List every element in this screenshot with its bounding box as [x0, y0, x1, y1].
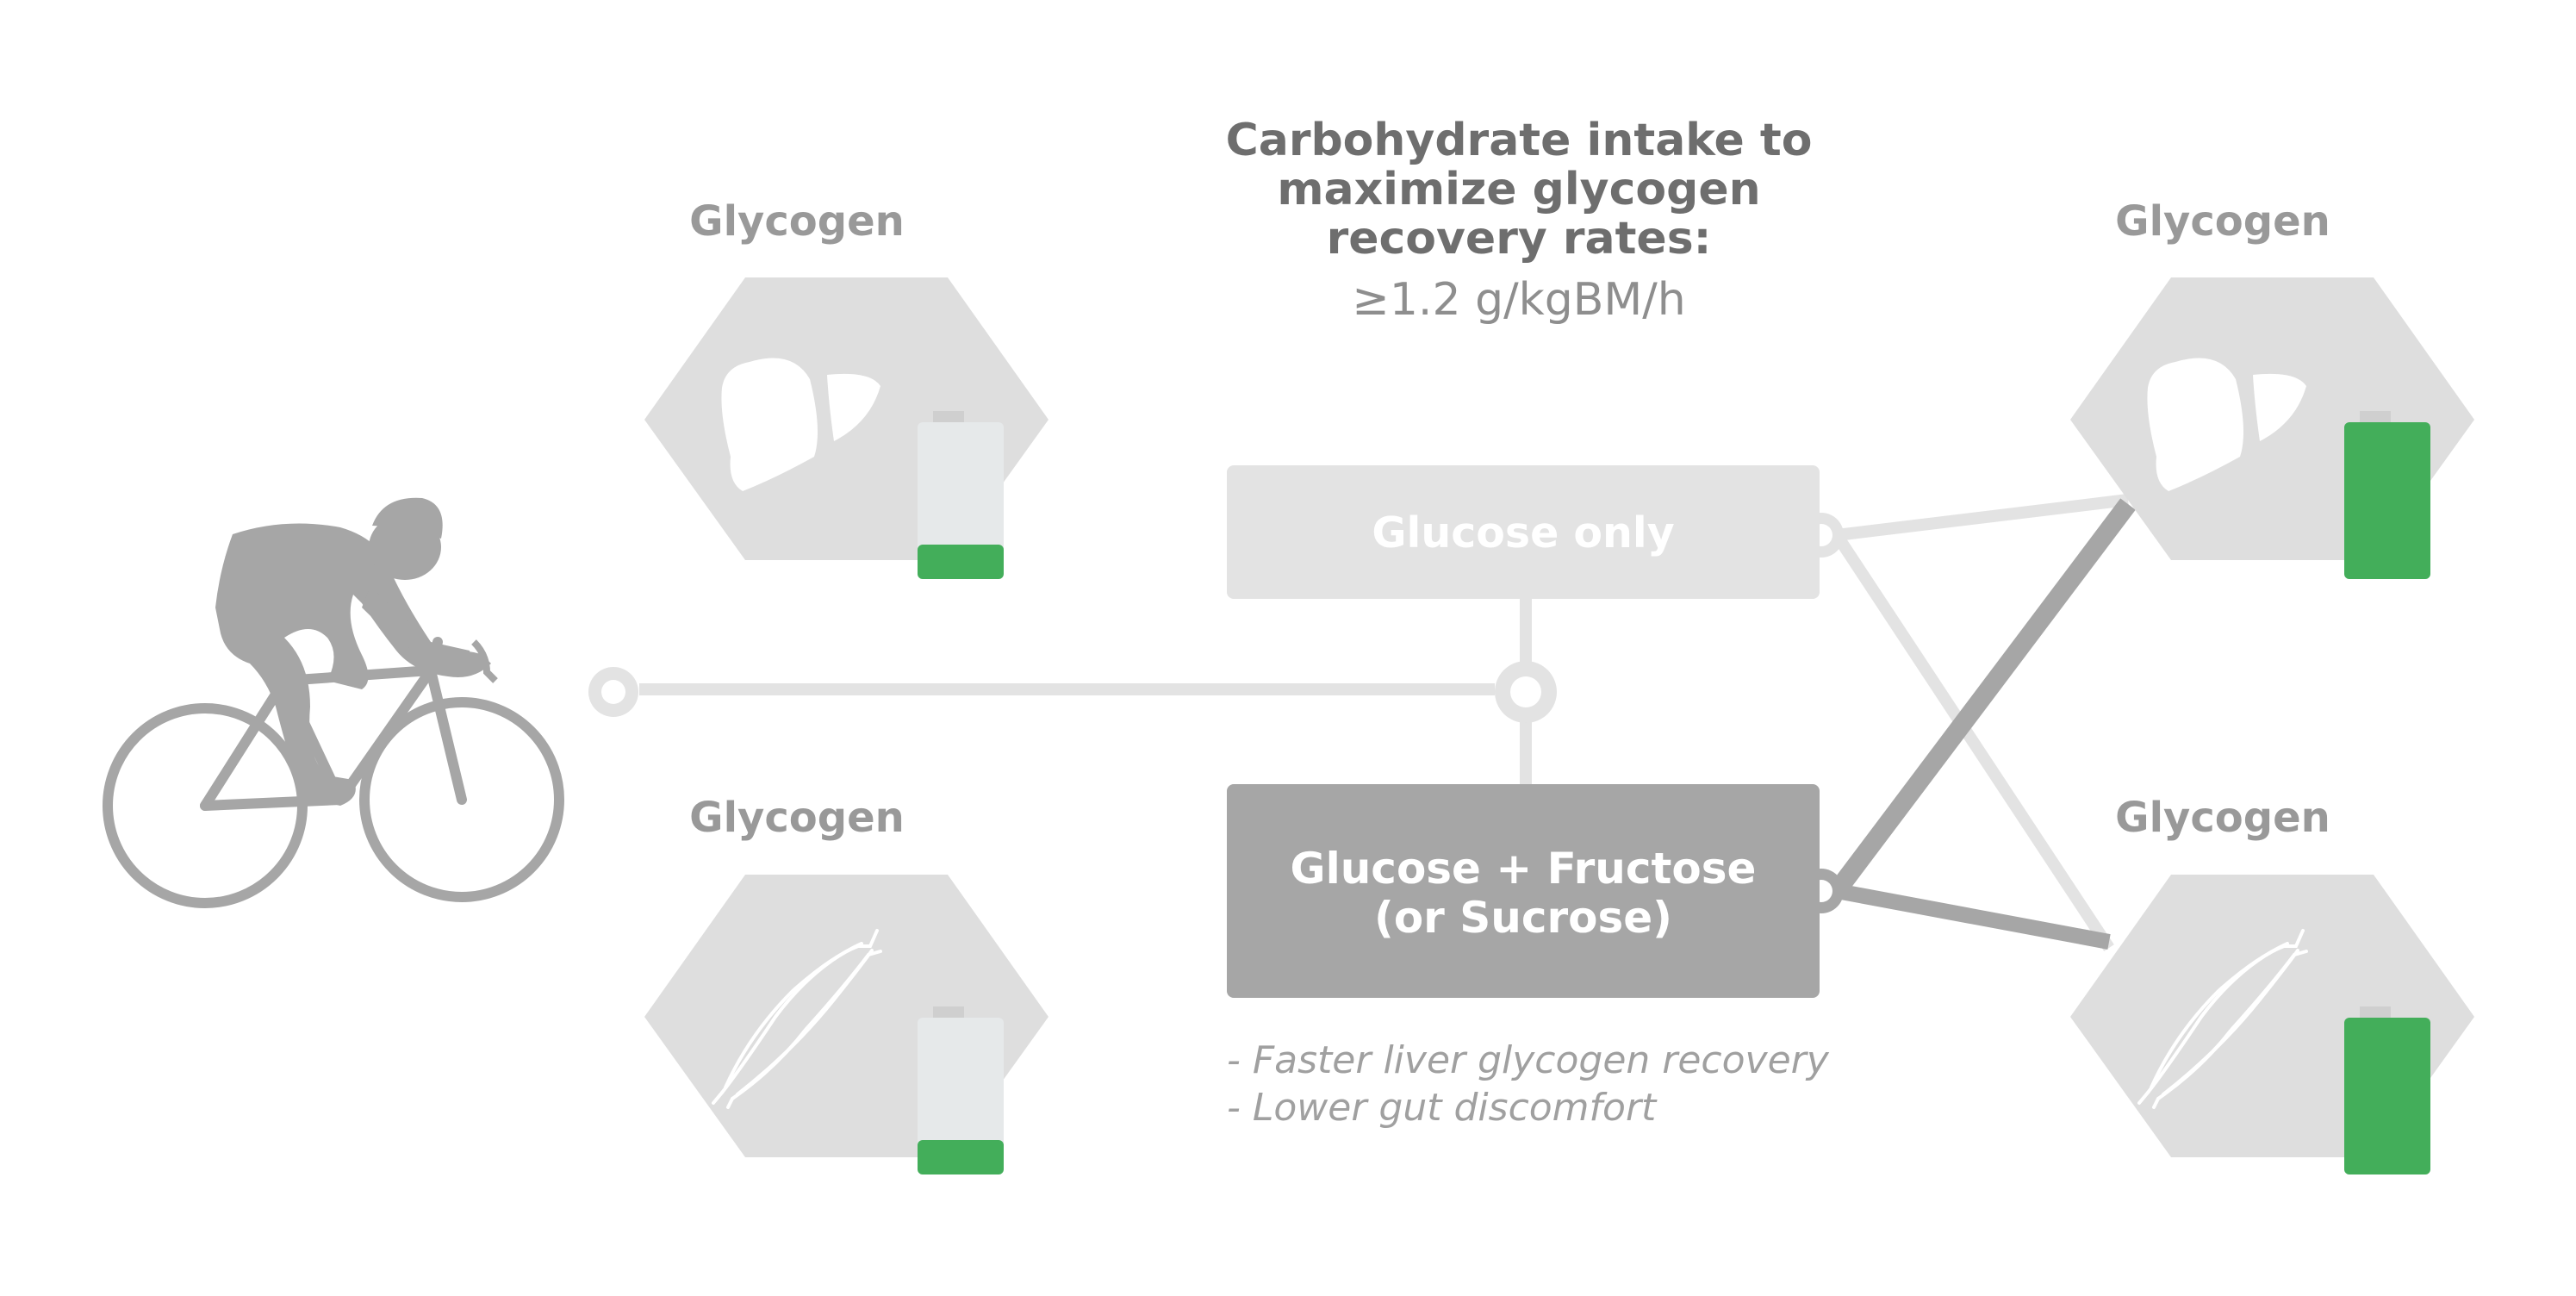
battery-cap — [933, 1006, 964, 1019]
right-muscle-store: Glycogen — [2070, 794, 2474, 1174]
title-value: ≥1.2 g/kgBM/h — [1352, 274, 1685, 326]
glucose-to-muscle-line — [1832, 532, 2114, 951]
battery-icon — [918, 411, 1004, 579]
connectors — [639, 494, 2136, 951]
handlebar — [471, 639, 498, 683]
benefit-item: - Lower gut discomfort — [1227, 1086, 1658, 1130]
liver-icon — [2147, 358, 2306, 491]
front-wheel — [359, 697, 564, 902]
liver-icon — [721, 358, 880, 491]
glycogen-label: Glycogen — [2115, 794, 2330, 842]
battery-cap — [933, 411, 964, 423]
battery-icon — [2344, 1006, 2430, 1174]
glycogen-label: Glycogen — [2115, 197, 2330, 246]
fructose-to-muscle-line — [1835, 883, 2111, 950]
rider-body — [215, 523, 491, 806]
muscle-icon — [712, 929, 882, 1109]
right-liver-store: Glycogen — [2070, 197, 2474, 579]
left-liver-store: Glycogen — [644, 197, 1048, 579]
title-block: Carbohydrate intake to maximize glycogen… — [1226, 115, 1813, 326]
battery-body — [918, 1018, 1004, 1174]
cyclist-icon — [103, 497, 564, 908]
option-glucose-only: Glucose only — [1227, 465, 1820, 599]
muscle-icon — [2137, 929, 2308, 1109]
battery-body — [918, 422, 1004, 579]
title-line-2: maximize glycogen — [1277, 164, 1760, 215]
battery-cap — [2360, 411, 2391, 423]
left-muscle-store: Glycogen — [644, 794, 1048, 1174]
battery-icon — [918, 1006, 1004, 1174]
title-line-1: Carbohydrate intake to — [1226, 115, 1813, 166]
rider-arm — [362, 586, 472, 665]
battery-fill — [2344, 1018, 2430, 1174]
benefit-item: - Faster liver glycogen recovery — [1227, 1038, 1830, 1082]
split-node-center — [1510, 676, 1541, 707]
glucose-fructose-label-2: (or Sucrose) — [1374, 893, 1672, 943]
input-node-center — [601, 680, 625, 704]
battery-icon — [2344, 411, 2430, 579]
benefits-list: - Faster liver glycogen recovery - Lower… — [1227, 1038, 1830, 1130]
fructose-to-liver-line — [1829, 498, 2136, 897]
helmet — [372, 497, 443, 539]
glucose-only-box — [1227, 465, 1820, 599]
glycogen-label: Glycogen — [689, 794, 905, 842]
glucose-to-liver-line — [1836, 494, 2129, 541]
glucose-fructose-label-1: Glucose + Fructose — [1291, 844, 1757, 894]
option-glucose-fructose: Glucose + Fructose (or Sucrose) — [1227, 784, 1820, 998]
battery-cap — [2360, 1006, 2391, 1019]
battery-fill — [2344, 422, 2430, 579]
glycogen-label: Glycogen — [689, 197, 905, 246]
battery-fill — [918, 1139, 1004, 1174]
battery-fill — [918, 544, 1004, 579]
glucose-fructose-box — [1227, 784, 1820, 998]
title-line-3: recovery rates: — [1327, 213, 1712, 265]
glucose-only-label: Glucose only — [1372, 508, 1674, 558]
